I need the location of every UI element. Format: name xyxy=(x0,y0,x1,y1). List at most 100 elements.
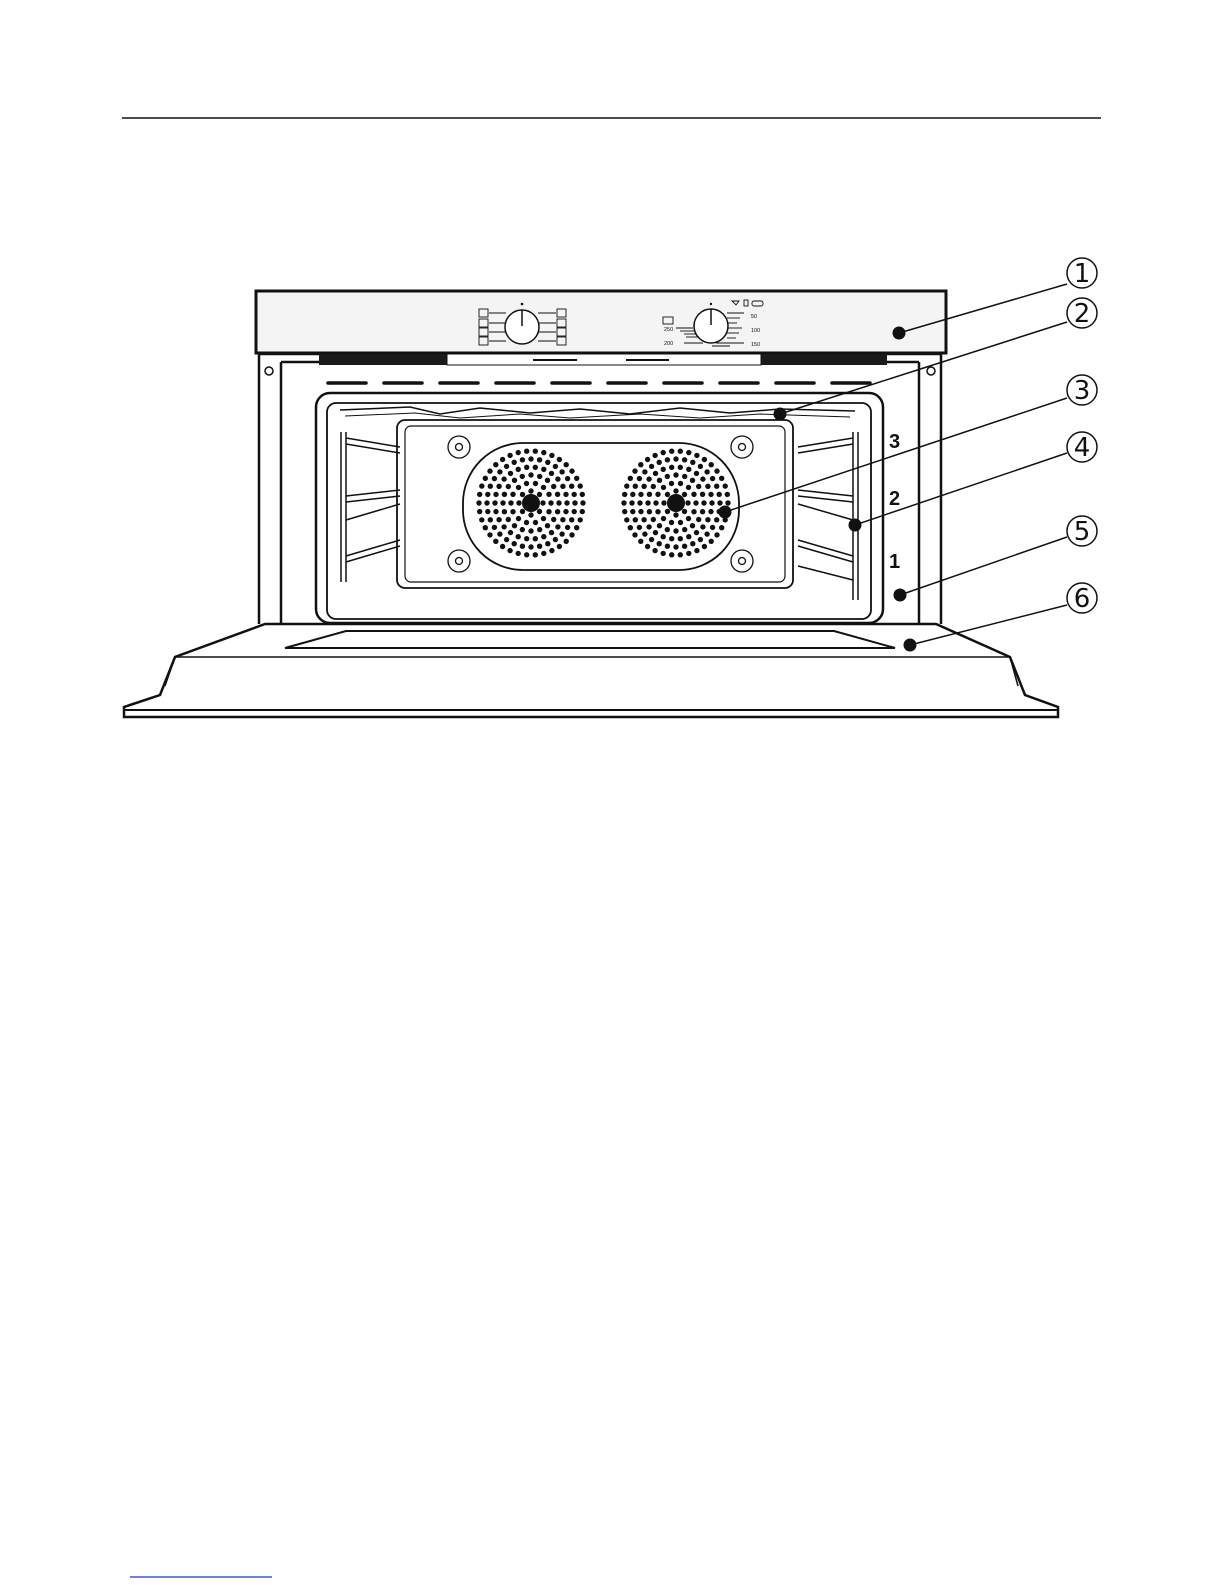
fan-perforation xyxy=(725,500,730,505)
fan-perforation xyxy=(638,462,643,467)
fan-perforation xyxy=(628,476,633,481)
fan-perforation xyxy=(661,467,666,472)
callout-1: 1 xyxy=(1067,258,1097,289)
fan-perforation xyxy=(717,500,722,505)
fan-perforation xyxy=(657,523,662,528)
fan-perforation xyxy=(528,456,533,461)
fan-perforation xyxy=(653,471,658,476)
fan-perforation xyxy=(645,457,650,462)
fan-perforation xyxy=(686,467,691,472)
shelf-level-3: 3 xyxy=(889,431,900,453)
fan-perforation xyxy=(661,450,666,455)
fan-perforation xyxy=(661,551,666,556)
fan-perforation xyxy=(632,532,637,537)
fan-perforation xyxy=(646,524,651,529)
fan-perforation xyxy=(694,548,699,553)
fan-perforation xyxy=(655,509,660,514)
fan-perforation xyxy=(708,509,713,514)
fan-perforation xyxy=(717,492,722,497)
fan-perforation xyxy=(624,483,629,488)
fan-perforation xyxy=(678,536,683,541)
fan-perforation xyxy=(632,468,637,473)
fan-perforation xyxy=(545,478,550,483)
fan-perforation xyxy=(580,500,585,505)
oven-door xyxy=(124,624,1058,717)
fan-perforation xyxy=(572,509,577,514)
fan-perforation xyxy=(628,525,633,530)
fan-perforation xyxy=(564,500,569,505)
fan-perforation xyxy=(638,492,643,497)
fan-perforation xyxy=(492,476,497,481)
fan-perforation xyxy=(686,450,691,455)
fan-perforation xyxy=(622,509,627,514)
fan-perforation xyxy=(714,484,719,489)
fan-perforation xyxy=(516,500,521,505)
fan-perforation xyxy=(520,509,525,514)
fan-perforation xyxy=(528,512,533,517)
fan-perforation xyxy=(630,509,635,514)
fan-perforation xyxy=(701,500,706,505)
fan-perforation xyxy=(512,478,517,483)
fan-perforation xyxy=(496,517,501,522)
fan-perforation xyxy=(537,527,542,532)
fan-perforation xyxy=(508,500,513,505)
fan-perforation xyxy=(524,465,529,470)
fan-perforation xyxy=(548,500,553,505)
fan-perforation xyxy=(484,500,489,505)
fan-perforation xyxy=(516,450,521,455)
fan-perforation xyxy=(685,500,690,505)
shelf-runners-right xyxy=(798,432,858,600)
fan-perforation xyxy=(678,552,683,557)
callout-2: 2 xyxy=(1067,298,1097,329)
fan-perforation xyxy=(709,500,714,505)
fan-perforation xyxy=(516,485,521,490)
fan-perforation xyxy=(537,544,542,549)
fan-perforation xyxy=(630,492,635,497)
fan-perforation xyxy=(546,492,551,497)
fan-perforation xyxy=(500,500,505,505)
fan-perforation xyxy=(580,509,585,514)
fan-perforation xyxy=(574,525,579,530)
fan-perforation xyxy=(497,531,502,536)
svg-text:6: 6 xyxy=(1074,584,1091,614)
fan-perforation xyxy=(700,524,705,529)
fan-perforation xyxy=(512,523,517,528)
fan-perforation xyxy=(647,492,652,497)
fan-perforation xyxy=(537,474,542,479)
fan-perforation xyxy=(564,539,569,544)
fan-perforation xyxy=(633,517,638,522)
fan-perforation xyxy=(682,474,687,479)
fan-perforation xyxy=(696,484,701,489)
fan-perforation xyxy=(540,500,545,505)
fan-perforation xyxy=(673,488,678,493)
fan-perforation xyxy=(651,484,656,489)
svg-text:5: 5 xyxy=(1074,517,1091,547)
fan-cover-left xyxy=(476,449,585,558)
fan-perforation xyxy=(704,531,709,536)
shelf-runners-left xyxy=(341,432,400,582)
scale-label-200: 200 xyxy=(664,341,673,347)
fan-perforation xyxy=(714,468,719,473)
fan-perforation xyxy=(502,492,507,497)
fan-perforation xyxy=(572,492,577,497)
fan-perforation xyxy=(682,544,687,549)
fan-perforation xyxy=(682,457,687,462)
svg-text:3: 3 xyxy=(1074,376,1091,406)
fan-perforation xyxy=(649,537,654,542)
fan-hub xyxy=(522,494,540,512)
fan-perforation xyxy=(705,484,710,489)
fan-perforation xyxy=(678,449,683,454)
fan-perforation xyxy=(641,517,646,522)
fan-perforation xyxy=(673,512,678,517)
fan-perforation xyxy=(709,539,714,544)
fan-perforation xyxy=(682,492,687,497)
fan-perforation xyxy=(657,478,662,483)
fan-perforation xyxy=(665,544,670,549)
fan-perforation xyxy=(678,465,683,470)
fan-perforation xyxy=(477,492,482,497)
fan-perforation xyxy=(507,548,512,553)
fan-perforation xyxy=(501,524,506,529)
fan-perforation xyxy=(508,530,513,535)
fan-perforation xyxy=(488,484,493,489)
fan-perforation xyxy=(708,492,713,497)
